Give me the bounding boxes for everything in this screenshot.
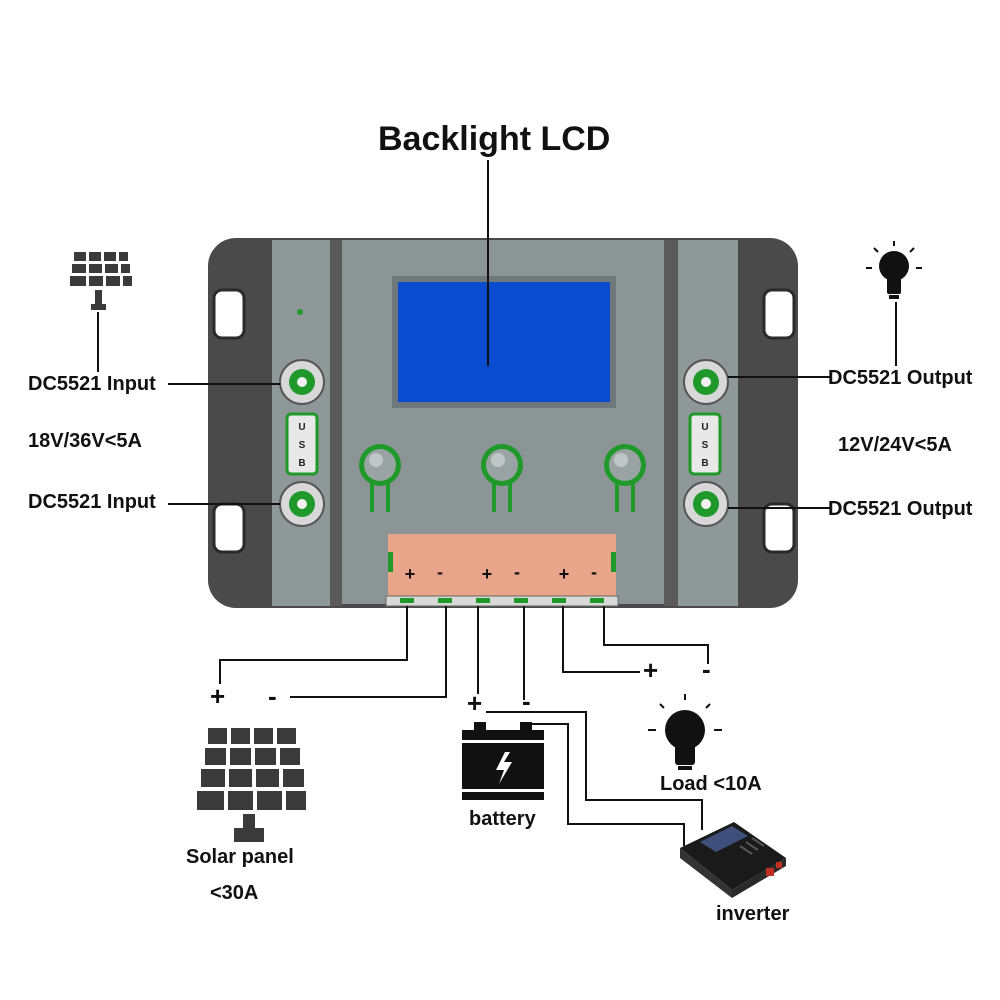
- dc-jack-right-bottom: [683, 481, 729, 527]
- terminal-sign: -: [514, 562, 520, 582]
- dc-output-top-label: DC5521 Output: [828, 367, 973, 389]
- light-bulb-small-icon: [866, 241, 922, 299]
- inverter-icon: [680, 822, 786, 898]
- output-spec-label: 12V/24V<5A: [838, 434, 952, 456]
- battery-icon: [462, 722, 544, 800]
- load-minus-sign: -: [702, 654, 711, 684]
- terminal-sign: +: [405, 564, 416, 584]
- mounting-slot-right-bottom: [762, 502, 796, 554]
- usb-port-right: U S B: [688, 412, 722, 476]
- leader-lines: [97, 160, 897, 509]
- usb-letter: U: [298, 422, 305, 433]
- dc-jack-left-top: [279, 359, 325, 405]
- mounting-slot-left-bottom: [212, 502, 246, 554]
- usb-letter: S: [702, 440, 709, 451]
- load-plus-sign: +: [643, 655, 659, 685]
- backlight-lcd: [392, 276, 616, 408]
- solar-panel-icon: [197, 728, 306, 842]
- terminal-sign: -: [591, 562, 597, 582]
- status-led: [297, 309, 303, 315]
- solar-panel-label: Solar panel: [186, 846, 294, 868]
- terminal-wires: [219, 606, 709, 846]
- solar-plus-sign: +: [210, 681, 226, 711]
- dc-jack-right-top: [683, 359, 729, 405]
- dc-input-top-label: DC5521 Input: [28, 373, 156, 395]
- load-bulb-icon: [648, 694, 722, 770]
- battery-minus-sign: -: [522, 686, 531, 716]
- terminal-sign: +: [482, 564, 493, 584]
- control-button-2[interactable]: [481, 444, 523, 512]
- control-button-3[interactable]: [604, 444, 646, 512]
- solar-minus-sign: -: [268, 681, 277, 711]
- terminal-sign: -: [437, 562, 443, 582]
- solar-limit-label: <30A: [210, 882, 259, 904]
- terminal-sign: +: [559, 564, 570, 584]
- mounting-slot-right-top: [762, 288, 796, 340]
- usb-letter: B: [701, 458, 708, 469]
- usb-letter: S: [299, 440, 306, 451]
- solar-panel-small-icon: [70, 252, 132, 310]
- input-spec-label: 18V/36V<5A: [28, 430, 142, 452]
- usb-letter: U: [701, 422, 708, 433]
- battery-label: battery: [469, 808, 536, 830]
- usb-port-left: U S B: [285, 412, 319, 476]
- battery-plus-sign: +: [467, 688, 483, 718]
- dc-input-bottom-label: DC5521 Input: [28, 491, 156, 513]
- load-label: Load <10A: [660, 773, 762, 795]
- dc-jack-left-bottom: [279, 481, 325, 527]
- lcd-title: Backlight LCD: [378, 120, 611, 158]
- dc-output-bottom-label: DC5521 Output: [828, 498, 973, 520]
- usb-letter: B: [298, 458, 305, 469]
- control-button-1[interactable]: [359, 444, 401, 512]
- terminal-block: + - + - + -: [385, 534, 619, 607]
- mounting-slot-left-top: [212, 288, 246, 340]
- inverter-label: inverter: [716, 903, 790, 925]
